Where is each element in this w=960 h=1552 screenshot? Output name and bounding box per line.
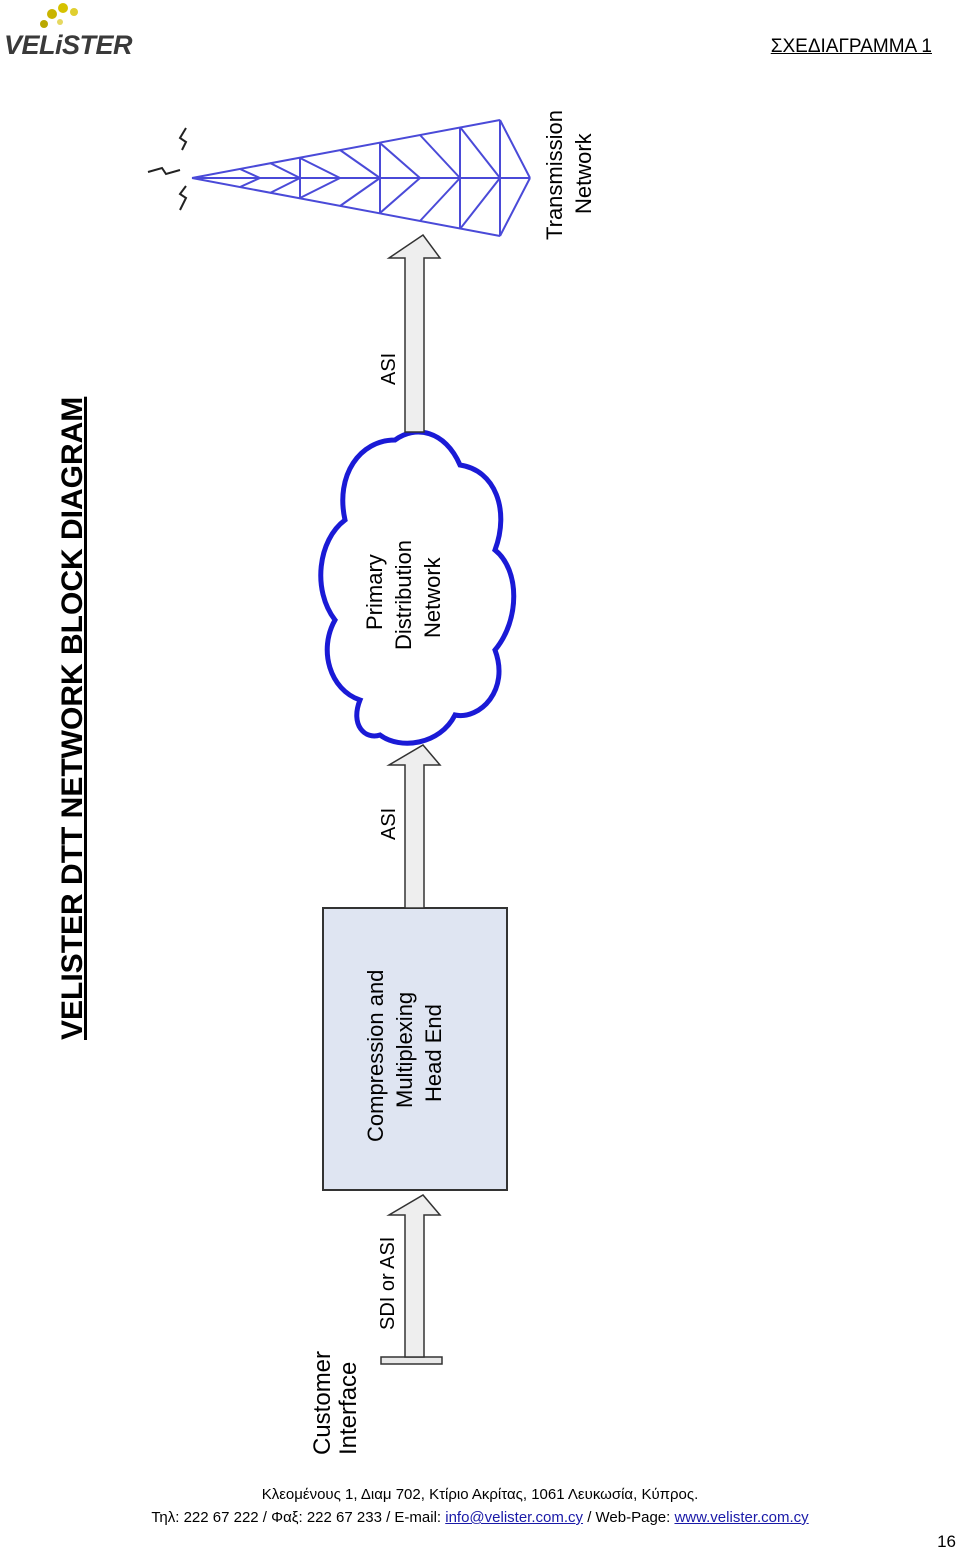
transmission-tower-icon (191, 119, 531, 237)
primary-distribution-cloud (318, 429, 517, 746)
footer-email-link[interactable]: info@velister.com.cy (445, 1509, 584, 1526)
asi-link-label-2: ASI (378, 353, 400, 385)
diagram-title: VELISTER DTT NETWORK BLOCK DIAGRAM (56, 397, 89, 1040)
transmission-network-label: Transmission Network (542, 110, 596, 240)
logo-dots-icon (40, 3, 78, 28)
svg-text:Network: Network (571, 132, 596, 214)
footer-website-link[interactable]: www.velister.com.cy (674, 1509, 809, 1526)
cloud-label: Primary Distribution Network (362, 540, 445, 650)
customer-interface-connector (380, 1356, 443, 1365)
asi-link-arrow-1 (386, 744, 442, 909)
velister-logo: VELiSTER (0, 0, 133, 70)
input-arrow (386, 1194, 442, 1358)
logo-text: VELiSTER (4, 30, 133, 60)
asi-link-label-1: ASI (378, 808, 400, 840)
signal-waves-icon (147, 127, 188, 211)
svg-text:Network: Network (420, 556, 445, 638)
svg-text:Primary: Primary (362, 554, 387, 630)
svg-text:Multiplexing: Multiplexing (392, 992, 417, 1108)
svg-text:Interface: Interface (335, 1362, 362, 1455)
svg-text:Distribution: Distribution (391, 540, 416, 650)
input-signal-label: SDI or ASI (377, 1237, 399, 1330)
headend-label: Compression and Multiplexing Head End (363, 970, 446, 1142)
asi-link-arrow-2 (386, 233, 442, 433)
customer-interface-label: Customer Interface (309, 1351, 362, 1455)
footer-contact-text: Τηλ: 222 67 222 / Φαξ: 222 67 233 / E-ma… (151, 1509, 446, 1526)
document-title: ΣΧΕΔΙΑΓΡΑΜΜΑ 1 (770, 36, 932, 57)
svg-text:Head End: Head End (421, 1004, 446, 1102)
svg-text:Compression and: Compression and (363, 970, 388, 1142)
page-number: 16 (937, 1532, 956, 1551)
footer-address: Κλεομένους 1, Διαμ 702, Κτίριο Ακρίτας, … (261, 1486, 699, 1503)
svg-text:Transmission: Transmission (542, 110, 567, 240)
block-diagram: VELISTER DTT NETWORK BLOCK DIAGRAM Custo… (56, 110, 596, 1455)
footer-web-text: / Web-Page: (583, 1509, 675, 1526)
svg-text:Customer: Customer (309, 1351, 336, 1455)
footer-contact: Τηλ: 222 67 222 / Φαξ: 222 67 233 / E-ma… (0, 1509, 960, 1526)
